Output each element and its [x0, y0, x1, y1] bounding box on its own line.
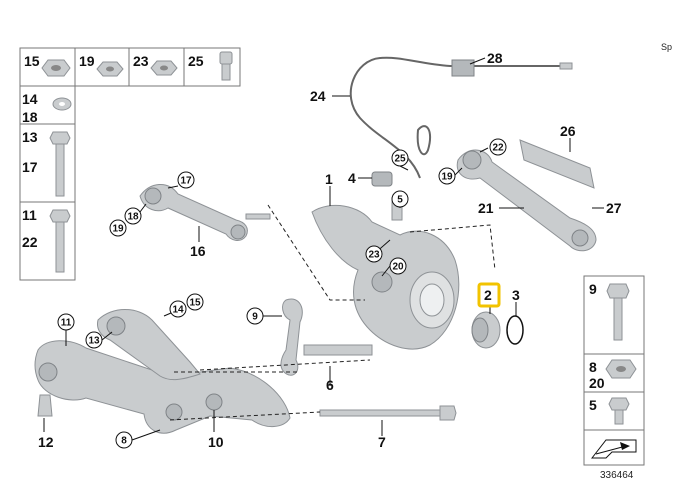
assembly-line [199, 359, 371, 371]
cutoff-label: Sp [661, 42, 673, 52]
legend-label: 25 [188, 53, 204, 69]
lower-trailing-arm [34, 309, 291, 434]
nut-icon [41, 59, 71, 77]
short-bolt-icon [608, 397, 630, 425]
bolt-icon [49, 209, 71, 273]
legend-label: 22 [22, 234, 38, 250]
callout-label: 7 [378, 434, 386, 450]
camber-arm [456, 139, 597, 252]
eccentric-bolt [303, 344, 373, 356]
callout-label: 19 [112, 224, 124, 235]
callout-label: 11 [61, 318, 72, 329]
assembly-line [267, 204, 365, 301]
callout-label: 3 [512, 287, 520, 303]
callout-label: 4 [348, 170, 356, 186]
callout-rings [57, 138, 507, 449]
callout-label: 18 [127, 212, 139, 223]
highlight-box [477, 282, 501, 308]
nut-icon [150, 60, 178, 76]
callout-label: 19 [441, 172, 453, 183]
legend-label: 13 [22, 129, 38, 145]
legend-label: 18 [22, 109, 38, 125]
socket-screw-icon [219, 51, 233, 81]
callout-label: 2 [484, 287, 492, 303]
legend-label: 11 [22, 207, 37, 223]
washer-icon [52, 97, 72, 111]
nut-icon [96, 61, 124, 77]
legend-label: 17 [22, 159, 38, 175]
sensor-cable [349, 56, 573, 179]
callout-label: 16 [190, 243, 206, 259]
callout-label: 27 [606, 200, 622, 216]
legend-label: 20 [589, 375, 605, 391]
legend-right: 9 8 20 5 [583, 275, 645, 466]
wheel-bearing [471, 311, 524, 349]
legend-label: 8 [589, 359, 597, 375]
callout-label: 6 [326, 377, 334, 393]
callout-label: 28 [487, 50, 503, 66]
bolt-icon [606, 283, 630, 341]
toe-link [280, 298, 303, 376]
callout-label: 14 [172, 305, 184, 316]
long-bolt [319, 405, 457, 421]
circled-callouts: 5 8 9 11 13 14 15 17 18 19 19 20 22 23 2… [61, 143, 504, 447]
callout-label: 25 [394, 154, 406, 165]
legend-label: 5 [589, 397, 597, 413]
legend-label: 14 [22, 91, 38, 107]
long-bolt-icon [49, 131, 71, 197]
snap-ring [506, 315, 524, 345]
legend-label: 19 [79, 53, 95, 69]
legend-label: 15 [24, 53, 40, 69]
callout-label: 22 [492, 143, 504, 154]
callout-label: 8 [121, 436, 127, 447]
legend-label: 9 [589, 281, 597, 297]
callout-label: 5 [397, 195, 403, 206]
nut-icon [605, 359, 637, 379]
legend-label: 23 [133, 53, 149, 69]
bracket-icon [371, 171, 393, 187]
connector-icon [451, 59, 475, 77]
callout-label: 21 [478, 200, 494, 216]
direction-arrow-icon [590, 439, 637, 459]
callout-label: 26 [560, 123, 576, 139]
callout-label: 15 [189, 298, 201, 309]
callout-label: 13 [88, 336, 100, 347]
wheel-carrier [311, 197, 460, 350]
callout-label: 23 [368, 250, 380, 261]
leader-lines [43, 57, 604, 441]
legend-left: 15 19 23 25 14 18 13 17 11 22 [19, 47, 241, 281]
assembly-line [409, 224, 496, 271]
callout-label: 24 [310, 88, 326, 104]
reference-number: 336464 [600, 470, 634, 481]
callout-label: 17 [180, 176, 192, 187]
callout-label: 20 [392, 262, 404, 273]
callout-label: 1 [325, 171, 333, 187]
bracket-icon [37, 394, 53, 417]
callout-label: 12 [38, 434, 54, 450]
upper-control-arm [139, 184, 271, 241]
plain-callouts: 1 2 3 4 6 7 10 12 16 21 24 26 27 28 [38, 50, 622, 450]
callout-label: 10 [208, 434, 224, 450]
callout-label: 9 [252, 312, 258, 323]
